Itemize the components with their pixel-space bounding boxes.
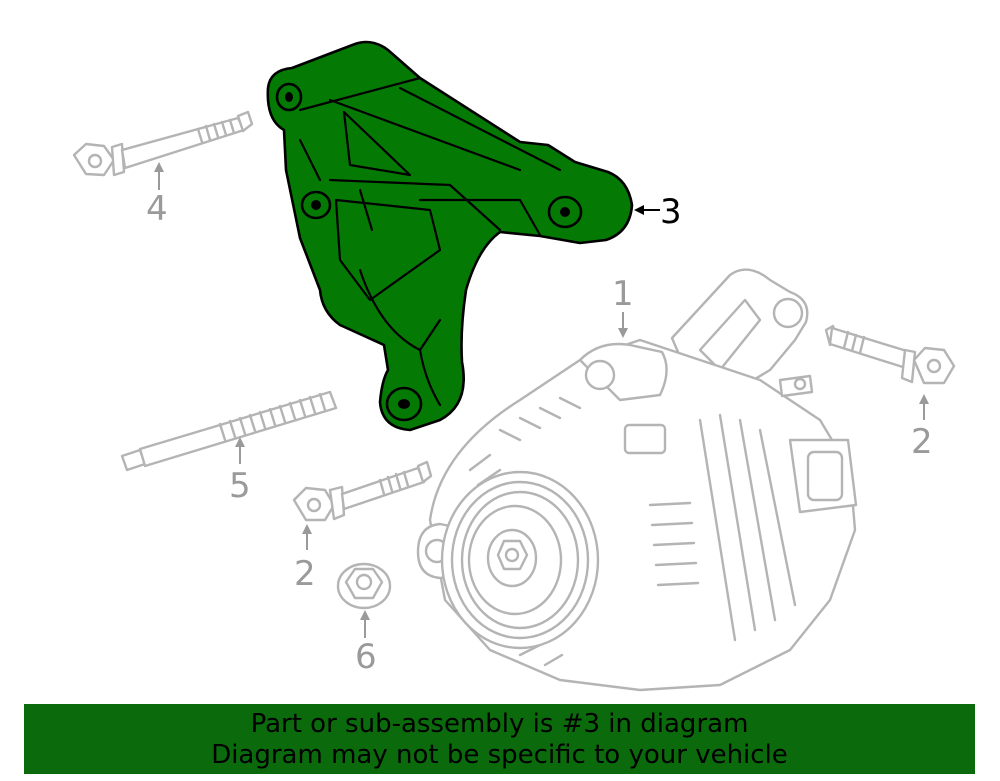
bracket-part-3-highlighted [266,40,634,432]
arrow-part-2-right [919,394,929,420]
callout-6: 6 [355,637,377,677]
bolt-part-2-right [824,324,956,385]
callout-2-left: 2 [294,554,316,594]
callout-2-right: 2 [911,422,933,462]
nut-part-6 [336,562,392,610]
callout-4: 4 [146,189,168,229]
callout-3: 3 [660,192,682,232]
arrow-part-5 [235,437,245,464]
banner-line-1: Part or sub-assembly is #3 in diagram [250,709,749,739]
arrow-part-2-left [302,524,312,550]
arrow-part-3 [634,205,660,215]
bolt-part-4 [72,110,254,177]
callout-1: 1 [612,274,634,314]
arrow-part-6 [360,610,370,638]
info-banner: Part or sub-assembly is #3 in diagram Di… [24,704,975,774]
callout-5: 5 [229,466,251,506]
bolt-part-2-left [292,460,433,522]
alternator-part-1 [416,268,858,692]
banner-line-2: Diagram may not be specific to your vehi… [211,740,788,770]
stud-part-5 [120,390,338,472]
arrow-part-1 [618,312,628,338]
arrow-part-4 [154,162,164,190]
